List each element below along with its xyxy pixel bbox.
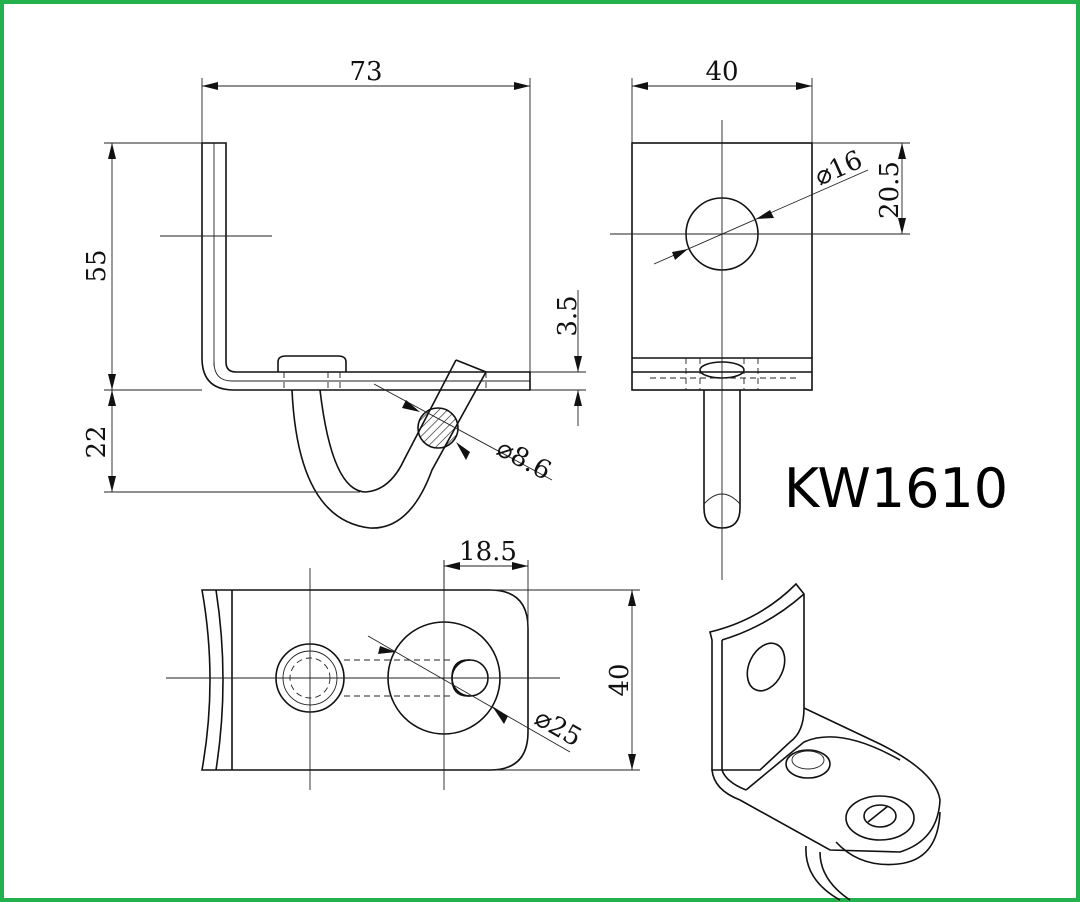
dim-22: 22: [82, 425, 112, 458]
rod-section: [417, 407, 459, 449]
iso-side-hole: [746, 642, 786, 692]
iso-nut: [785, 749, 831, 779]
dim-20-5: 20.5: [875, 161, 905, 219]
dim-55: 55: [82, 249, 112, 282]
dim-40-top: 40: [605, 663, 635, 696]
dim-dia-8-6: ⌀8.6: [492, 433, 556, 486]
dim-3-5: 3.5: [553, 295, 583, 336]
isometric-view: [709, 582, 941, 901]
dim-18-5: 18.5: [459, 537, 517, 567]
dim-dia-16: ⌀16: [810, 145, 867, 192]
dim-dia-25: ⌀25: [529, 703, 586, 753]
iso-seat: [845, 795, 915, 841]
dim-40-side: 40: [705, 57, 738, 87]
model-code: KW1610: [784, 457, 1008, 520]
top-view: 18.5 40 ⌀25: [166, 537, 640, 790]
dim-73: 73: [349, 57, 382, 87]
front-view: 73 55 22 3.5 ⌀8.6: [82, 57, 586, 529]
